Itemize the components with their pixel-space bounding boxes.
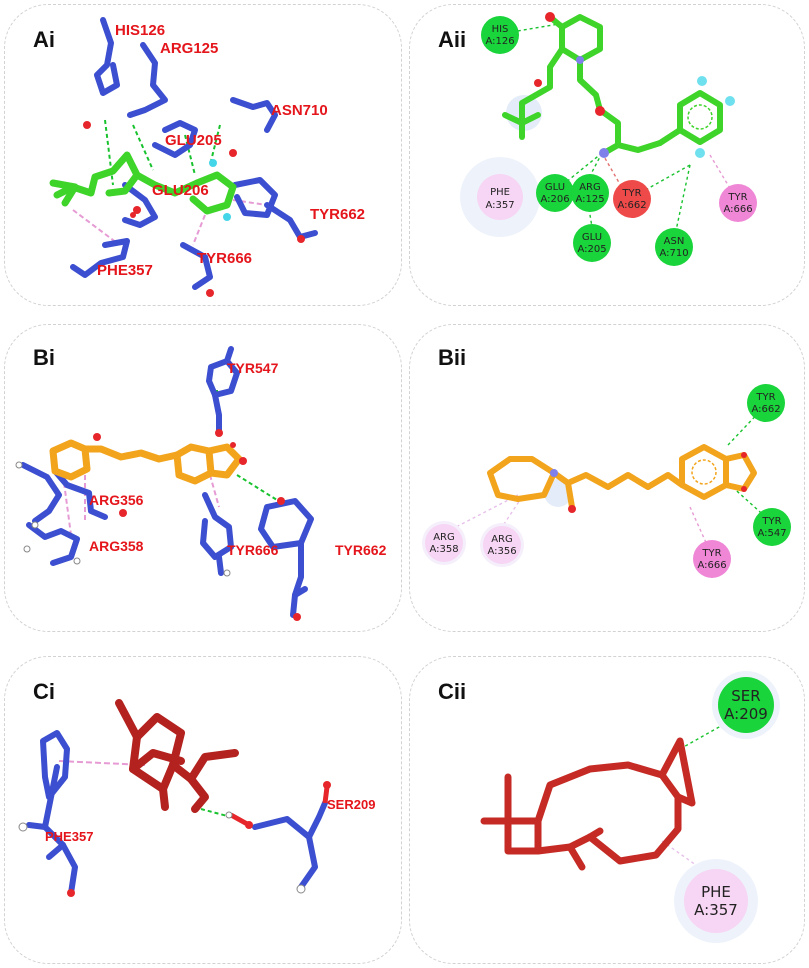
svg-text:SER: SER bbox=[731, 687, 760, 705]
bi-3d-structure: TYR547 ARG356 ARG358 TYR666 TYR662 bbox=[15, 346, 387, 621]
panel-label: Bii bbox=[438, 345, 467, 370]
svg-text:ARG: ARG bbox=[491, 534, 513, 545]
label-phe357: PHE357 bbox=[45, 829, 93, 844]
circle-arg358: ARG A:358 bbox=[422, 521, 466, 565]
panel-label: Bi bbox=[33, 345, 55, 370]
svg-text:HIS: HIS bbox=[492, 24, 509, 35]
circle-asn710: ASN A:710 bbox=[655, 228, 693, 266]
svg-text:A:666: A:666 bbox=[697, 560, 726, 571]
aii-2d-diagram: HIS A:126 PHE A:357 GLU A:206 ARG A:125 … bbox=[460, 12, 757, 266]
svg-text:A:662: A:662 bbox=[617, 200, 646, 211]
svg-text:GLU: GLU bbox=[545, 182, 565, 193]
svg-text:A:357: A:357 bbox=[485, 200, 514, 211]
svg-text:A:205: A:205 bbox=[577, 244, 606, 255]
svg-text:A:662: A:662 bbox=[751, 404, 780, 415]
svg-text:A:666: A:666 bbox=[723, 204, 752, 215]
svg-text:A:357: A:357 bbox=[694, 901, 738, 919]
svg-text:A:356: A:356 bbox=[487, 546, 516, 557]
svg-text:TYR: TYR bbox=[701, 548, 721, 559]
circle-phe357: PHE A:357 bbox=[477, 174, 523, 220]
svg-text:A:126: A:126 bbox=[485, 36, 514, 47]
label-tyr666: TYR666 bbox=[197, 250, 252, 267]
svg-text:ARG: ARG bbox=[579, 182, 601, 193]
label-asn710: ASN710 bbox=[271, 102, 328, 119]
circle-arg125: ARG A:125 bbox=[571, 174, 609, 212]
circle-his126: HIS A:126 bbox=[481, 16, 519, 54]
ai-3d-structure: HIS126 ARG125 ASN710 GLU205 GLU206 TYR66… bbox=[49, 17, 365, 297]
panel-label: Cii bbox=[438, 679, 467, 704]
svg-text:TYR: TYR bbox=[727, 192, 747, 203]
label-phe357: PHE357 bbox=[97, 262, 153, 279]
svg-text:A:710: A:710 bbox=[659, 248, 688, 259]
bii-2d-diagram: TYR A:662 TYR A:547 ARG A:358 ARG A:356 … bbox=[422, 384, 791, 578]
circle-glu205: GLU A:205 bbox=[573, 224, 611, 262]
label-arg125: ARG125 bbox=[160, 40, 218, 57]
svg-text:A:547: A:547 bbox=[757, 528, 786, 539]
circle-tyr666: TYR A:666 bbox=[719, 184, 757, 222]
panel-label: Aii bbox=[438, 27, 467, 52]
label-tyr662: TYR662 bbox=[310, 206, 365, 223]
label-glu206: GLU206 bbox=[152, 182, 209, 199]
circle-tyr547: TYR A:547 bbox=[753, 508, 791, 546]
label-ser209: SER209 bbox=[327, 797, 375, 812]
panel-label: Ci bbox=[33, 679, 55, 704]
circle-ser209: SER A:209 bbox=[712, 671, 780, 739]
svg-text:A:358: A:358 bbox=[429, 544, 458, 555]
circle-glu206: GLU A:206 bbox=[536, 174, 574, 212]
svg-text:A:125: A:125 bbox=[575, 194, 604, 205]
panel-ci: Ci PHE357 SER209 bbox=[4, 656, 402, 964]
circle-tyr662: TYR A:662 bbox=[613, 180, 651, 218]
circle-phe357: PHE A:357 bbox=[674, 859, 758, 943]
svg-text:A:206: A:206 bbox=[540, 194, 569, 205]
ci-3d-structure: PHE357 SER209 bbox=[18, 699, 375, 897]
label-glu205: GLU205 bbox=[165, 132, 222, 149]
label-tyr662: TYR662 bbox=[335, 542, 387, 558]
svg-text:PHE: PHE bbox=[490, 187, 510, 198]
label-tyr666: TYR666 bbox=[227, 542, 279, 558]
label-arg358: ARG358 bbox=[89, 538, 144, 554]
svg-text:TYR: TYR bbox=[621, 188, 641, 199]
svg-text:TYR: TYR bbox=[761, 516, 781, 527]
panel-cii: Cii SER A:209 PHE A:357 bbox=[409, 656, 805, 964]
cii-2d-diagram: SER A:209 PHE A:357 bbox=[480, 671, 780, 943]
circle-tyr662: TYR A:662 bbox=[747, 384, 785, 422]
svg-text:GLU: GLU bbox=[582, 232, 602, 243]
label-his126: HIS126 bbox=[115, 22, 165, 39]
panel-ai: Ai bbox=[4, 4, 402, 306]
svg-text:ASN: ASN bbox=[664, 236, 685, 247]
svg-text:A:209: A:209 bbox=[724, 705, 768, 723]
svg-text:ARG: ARG bbox=[433, 532, 455, 543]
label-tyr547: TYR547 bbox=[227, 360, 279, 376]
svg-text:TYR: TYR bbox=[755, 392, 775, 403]
panel-bi: Bi bbox=[4, 324, 402, 632]
panel-bii: Bii TYR A:662 TYR A:547 bbox=[409, 324, 805, 632]
svg-text:PHE: PHE bbox=[701, 883, 731, 901]
circle-arg356: ARG A:356 bbox=[480, 523, 524, 567]
label-arg356: ARG356 bbox=[89, 492, 144, 508]
circle-tyr666: TYR A:666 bbox=[693, 540, 731, 578]
panel-aii: Aii bbox=[409, 4, 805, 306]
panel-label: Ai bbox=[33, 27, 55, 52]
